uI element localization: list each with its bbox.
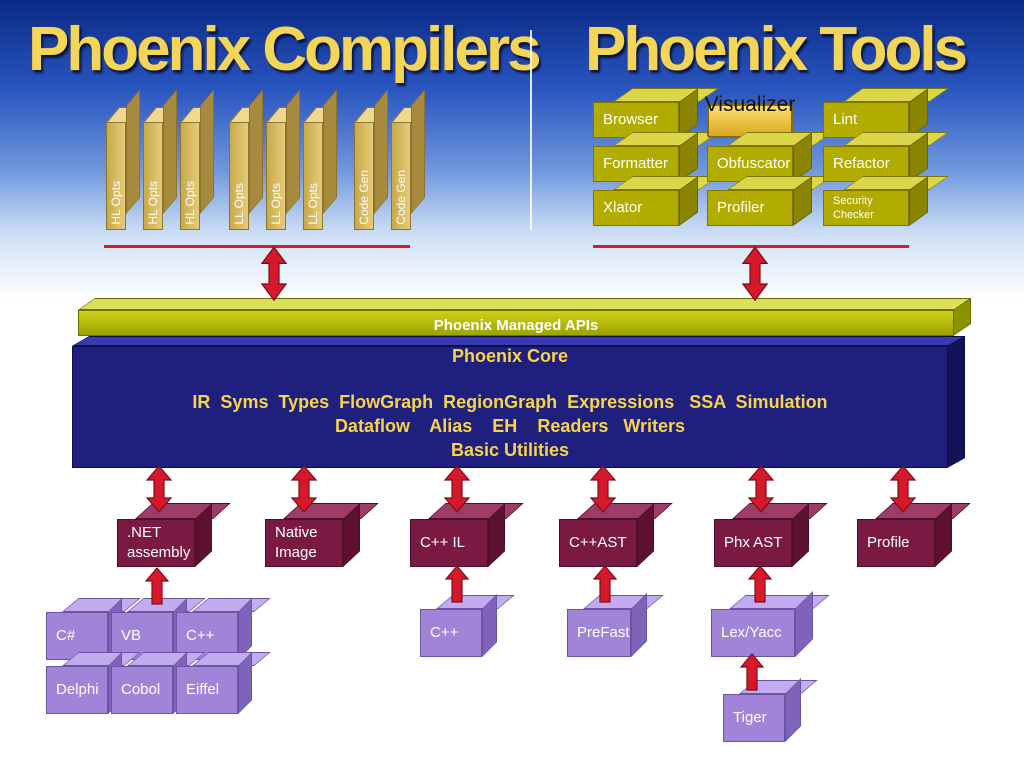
language-cobol: Cobol: [111, 652, 206, 714]
arrow-languages-to-dotnet: [145, 567, 169, 605]
tool-security-checker: Security Checker: [823, 176, 949, 226]
input-phx-ast: Phx AST: [714, 503, 828, 567]
phase-slab-hl-opts: HL Opts: [143, 89, 177, 230]
phoenix-core-block: Phoenix Core IR Syms Types FlowGraph Reg…: [72, 346, 948, 468]
title-divider: [530, 30, 532, 230]
arrow-core-dotnet: [146, 465, 172, 513]
frontend-cpp: C++: [420, 594, 515, 657]
phase-slab-ll-opts: LL Opts: [229, 89, 263, 230]
core-components-line-1: IR Syms Types FlowGraph RegionGraph Expr…: [192, 392, 828, 412]
title-phoenix-compilers: Phoenix Compilers: [28, 15, 542, 84]
arrow-core-cppil: [444, 465, 470, 513]
input-cpp-ast: C++AST: [559, 503, 673, 567]
arrow-prefast-to-cppast: [593, 565, 617, 603]
arrow-tiger-to-lexyacc: [740, 653, 764, 691]
frontend-prefast: PreFast: [567, 593, 664, 657]
tools-underline: [593, 245, 909, 248]
arrow-core-profile: [890, 465, 916, 513]
core-components-line-2: Dataflow Alias EH Readers Writers: [334, 416, 686, 436]
language-delphi: Delphi: [46, 652, 141, 714]
arrow-tools-to-apis: [742, 246, 768, 301]
managed-apis-bar: Phoenix Managed APIs: [78, 310, 954, 336]
arrow-core-cppast: [590, 465, 616, 513]
arrow-lexyacc-to-phxast: [748, 565, 772, 603]
input-profile: Profile: [857, 503, 971, 567]
phase-slab-hl-opts: HL Opts: [180, 89, 214, 230]
core-title: Phoenix Core: [451, 346, 569, 366]
tool-profiler: Profiler: [707, 176, 833, 226]
input-dotnet-assembly: .NET assembly: [117, 503, 231, 567]
compilers-underline: [104, 245, 410, 248]
phase-slab-code-gen: Code Gen: [354, 89, 388, 230]
language-eiffel: Eiffel: [176, 652, 271, 714]
arrow-core-native: [291, 465, 317, 513]
frontend-tiger: Tiger: [723, 678, 818, 742]
title-phoenix-tools: Phoenix Tools: [585, 15, 968, 84]
tool-xlator: Xlator: [593, 176, 719, 226]
core-components-line-3: Basic Utilities: [450, 440, 570, 460]
phase-slab-ll-opts: LL Opts: [266, 89, 300, 230]
phase-slab-ll-opts: LL Opts: [303, 89, 337, 230]
arrow-cpp-to-cppil: [445, 565, 469, 603]
input-cpp-il: C++ IL: [410, 503, 524, 567]
arrow-compilers-to-apis: [261, 246, 287, 301]
arrow-core-phxast: [748, 465, 774, 513]
tool-visualizer-label: Visualizer: [704, 93, 796, 116]
phase-slab-hl-opts: HL Opts: [106, 89, 140, 230]
input-native-image: Native Image: [265, 503, 379, 567]
phase-slab-code-gen: Code Gen: [391, 89, 425, 230]
